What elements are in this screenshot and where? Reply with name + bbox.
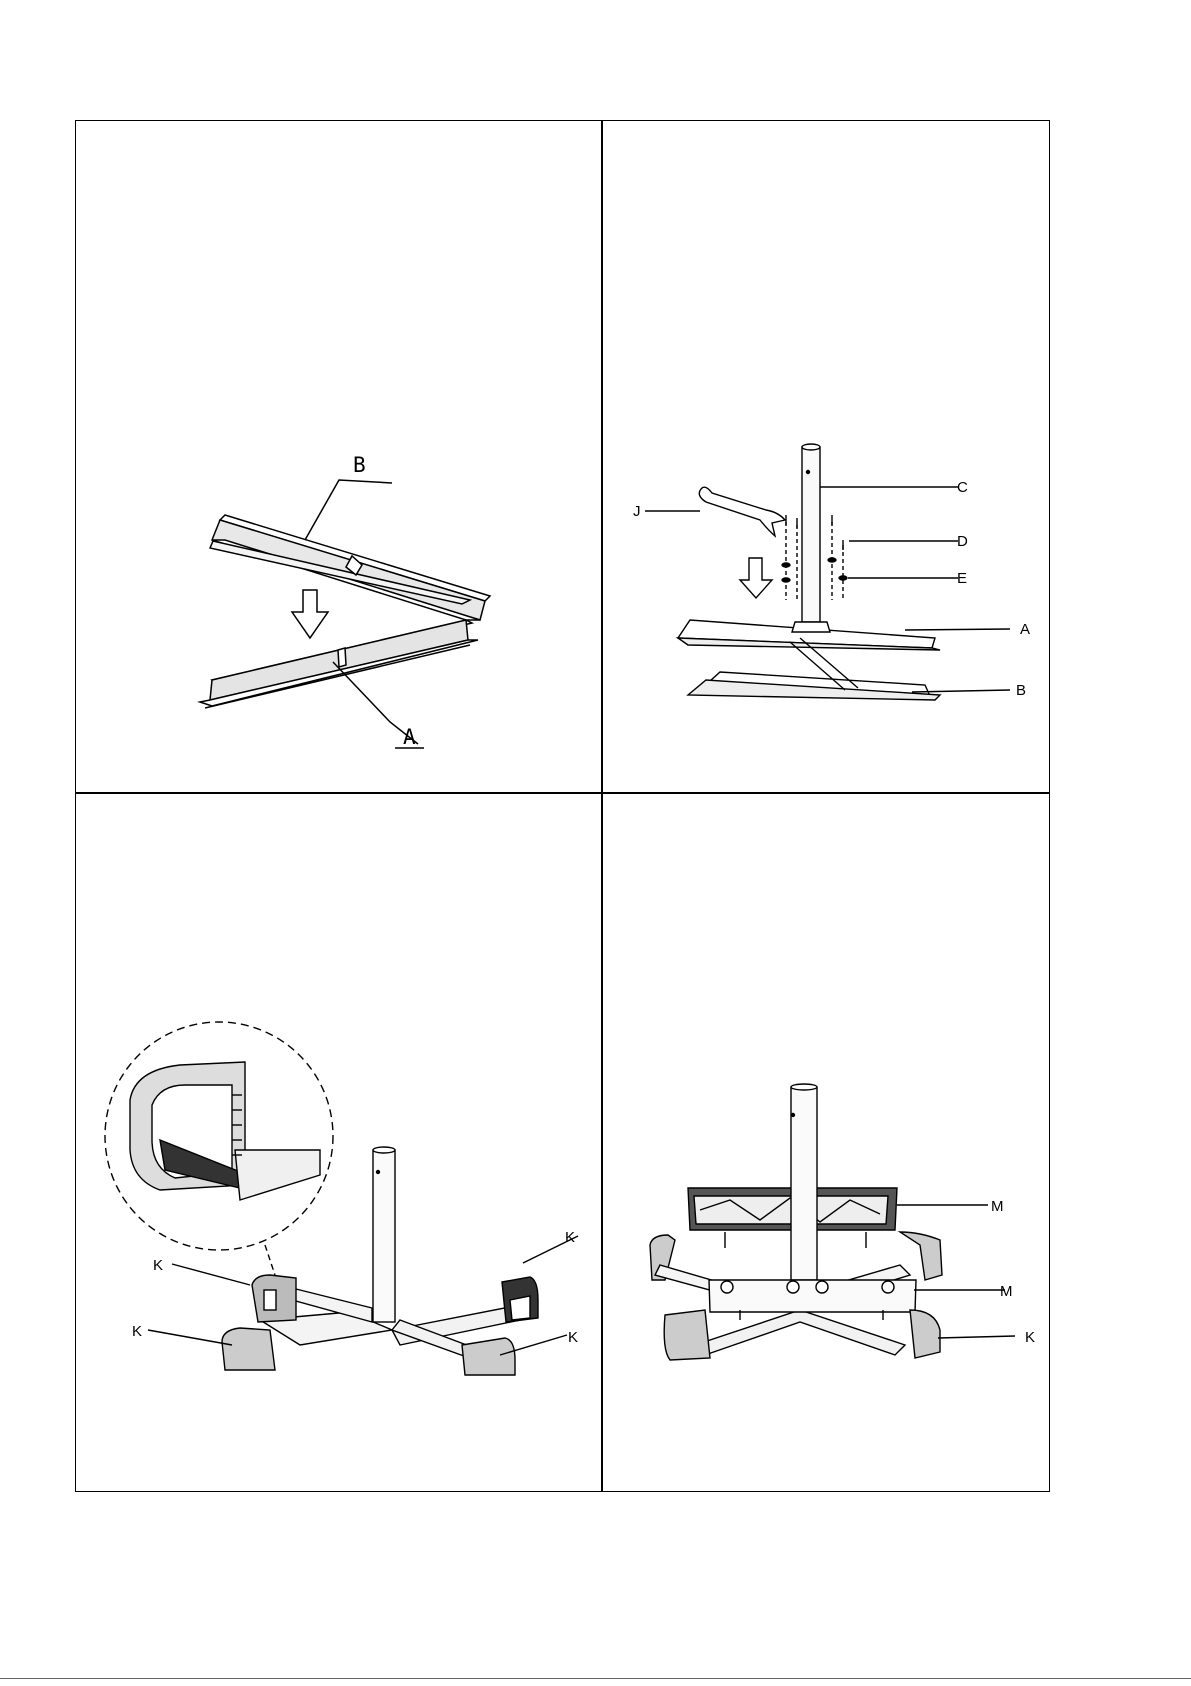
end-cap-front-right (462, 1338, 515, 1375)
detail-zoom-circle (105, 1022, 333, 1250)
label-m-top: M (991, 1198, 1004, 1215)
label-b: B (353, 453, 366, 477)
label-a: A (403, 725, 416, 749)
wrench-j (699, 487, 785, 536)
label-e: E (957, 570, 967, 587)
step1-down-arrow (292, 590, 328, 638)
step2-drawing (645, 444, 1010, 700)
pole (373, 1147, 395, 1322)
label-c: C (957, 479, 968, 496)
end-cap-back-right (502, 1277, 538, 1322)
pole (791, 1084, 817, 1280)
label-m-bottom: M (1000, 1283, 1013, 1300)
label-j: J (633, 503, 641, 520)
label-k-back-right: K (565, 1229, 575, 1246)
label-k-front-right: K (568, 1329, 578, 1346)
label-k-front-left: K (132, 1323, 142, 1340)
label-b: B (1016, 682, 1026, 699)
rail-a (200, 620, 478, 708)
label-a: A (1020, 621, 1030, 638)
label-k-back-left: K (153, 1257, 163, 1274)
label-k: K (1025, 1329, 1035, 1346)
pole-c (792, 444, 830, 632)
end-cap-front-left (222, 1328, 275, 1370)
end-cap-back-left (252, 1275, 296, 1322)
step3-drawing (105, 1022, 578, 1375)
step4-drawing (650, 1084, 1015, 1360)
rail-b (210, 515, 490, 620)
step1-drawing (200, 480, 490, 748)
label-d: D (957, 533, 968, 550)
